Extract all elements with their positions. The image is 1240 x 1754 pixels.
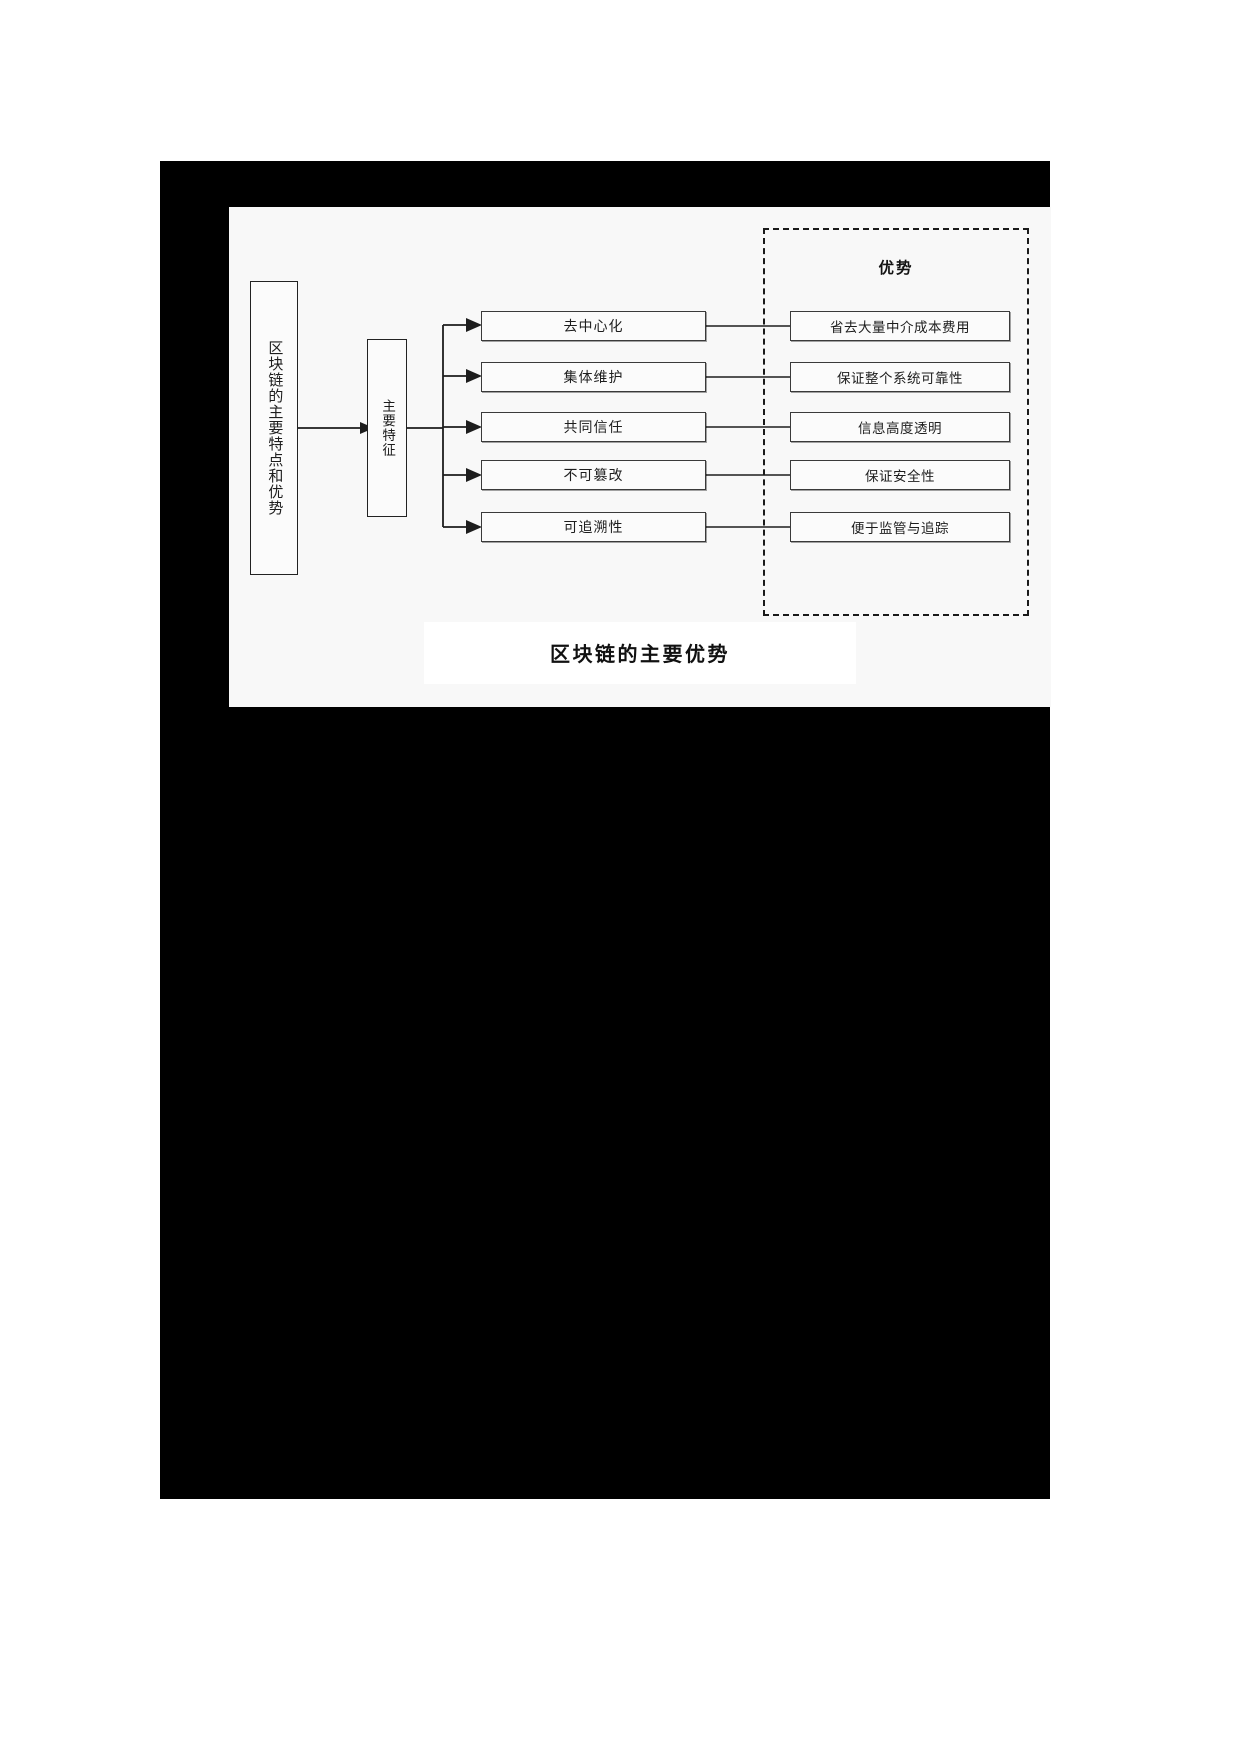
advantages-group-title: 优势 <box>878 260 914 277</box>
advantage-label-1: 省去大量中介成本费用 <box>830 320 970 335</box>
advantage-label-4: 保证安全性 <box>865 469 935 484</box>
advantage-box-1[interactable]: 省去大量中介成本费用 <box>790 311 1010 341</box>
feature-label-4: 不可篡改 <box>563 467 624 483</box>
feature-label-5: 可追溯性 <box>563 519 624 535</box>
advantage-box-5[interactable]: 便于监管与追踪 <box>790 512 1010 542</box>
stage-node-label: 主要特征 <box>380 399 396 457</box>
advantage-label-3: 信息高度透明 <box>858 421 942 436</box>
advantages-group-border <box>763 228 1029 616</box>
advantage-label-2: 保证整个系统可靠性 <box>837 371 963 386</box>
root-node-label: 区块链的主要特点和优势 <box>266 340 284 516</box>
advantage-box-4[interactable]: 保证安全性 <box>790 460 1010 490</box>
root-node-box[interactable]: 区块链的主要特点和优势 <box>250 281 298 575</box>
feature-label-1: 去中心化 <box>563 318 624 334</box>
feature-box-3[interactable]: 共同信任 <box>481 412 706 442</box>
feature-box-5[interactable]: 可追溯性 <box>481 512 706 542</box>
feature-label-3: 共同信任 <box>563 419 624 435</box>
feature-box-4[interactable]: 不可篡改 <box>481 460 706 490</box>
figure-caption: 区块链的主要优势 <box>550 644 730 666</box>
feature-label-2: 集体维护 <box>563 369 624 385</box>
feature-box-2[interactable]: 集体维护 <box>481 362 706 392</box>
advantage-box-2[interactable]: 保证整个系统可靠性 <box>790 362 1010 392</box>
advantage-box-3[interactable]: 信息高度透明 <box>790 412 1010 442</box>
feature-box-1[interactable]: 去中心化 <box>481 311 706 341</box>
advantage-label-5: 便于监管与追踪 <box>851 521 949 536</box>
caption-strip <box>424 622 856 684</box>
stage-node-box[interactable]: 主要特征 <box>367 339 407 517</box>
